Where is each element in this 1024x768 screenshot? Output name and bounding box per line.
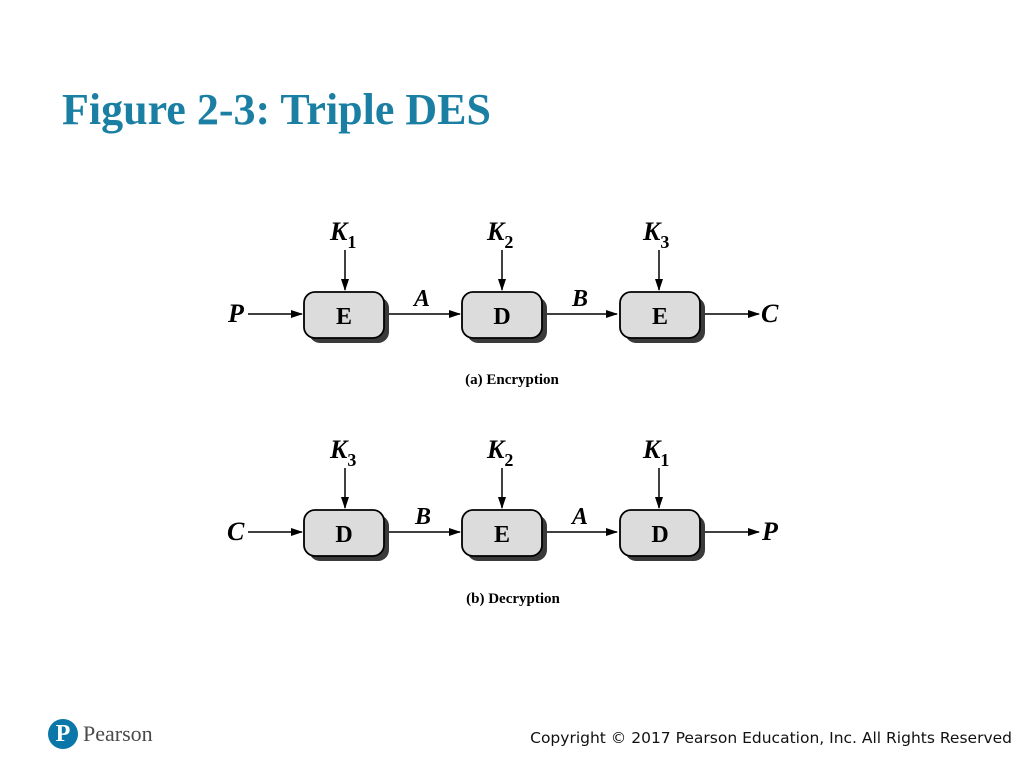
encryption-stage-1-op: E <box>336 304 352 330</box>
decryption-stage-1-box: D <box>303 509 389 561</box>
slide-title: Figure 2-3: Triple DES <box>62 85 491 134</box>
encryption-output-label: C <box>761 299 779 328</box>
decryption-key-1-label: K3 <box>329 435 356 470</box>
encryption-stage-2-op: D <box>493 304 510 330</box>
encryption-stage-1-box: E <box>303 291 389 343</box>
pearson-logo-icon: P <box>48 719 78 749</box>
decryption-diagram: K3 K2 K1 C P B A D E D <box>227 435 779 607</box>
encryption-key-2-label: K2 <box>486 217 513 252</box>
encryption-stage-3-box: E <box>619 291 705 343</box>
encryption-input-label: P <box>227 299 245 328</box>
encryption-intermediate-a: A <box>412 286 430 312</box>
encryption-stage-3-op: E <box>652 304 668 330</box>
decryption-stage-3-box: D <box>619 509 705 561</box>
decryption-stage-3-op: D <box>651 522 668 548</box>
decryption-stage-2-box: E <box>461 509 547 561</box>
encryption-diagram: K1 K2 K3 P C A B E D E <box>227 217 779 388</box>
decryption-output-label: P <box>761 517 779 546</box>
pearson-logo-text: Pearson <box>83 721 153 746</box>
decryption-caption: (b) Decryption <box>466 591 560 607</box>
encryption-intermediate-b: B <box>571 286 588 312</box>
decryption-intermediate-b: B <box>414 504 431 530</box>
encryption-key-1-label: K1 <box>329 217 356 252</box>
decryption-intermediate-a: A <box>570 504 588 530</box>
encryption-stage-2-box: D <box>461 291 547 343</box>
decryption-key-2-label: K2 <box>486 435 513 470</box>
copyright-notice: Copyright © 2017 Pearson Education, Inc.… <box>530 729 1012 747</box>
encryption-caption: (a) Encryption <box>465 372 559 388</box>
decryption-stage-2-op: E <box>494 522 510 548</box>
decryption-key-3-label: K1 <box>642 435 669 470</box>
encryption-key-3-label: K3 <box>642 217 669 252</box>
pearson-logo: P Pearson <box>48 719 208 755</box>
decryption-input-label: C <box>227 517 245 546</box>
decryption-stage-1-op: D <box>335 522 352 548</box>
